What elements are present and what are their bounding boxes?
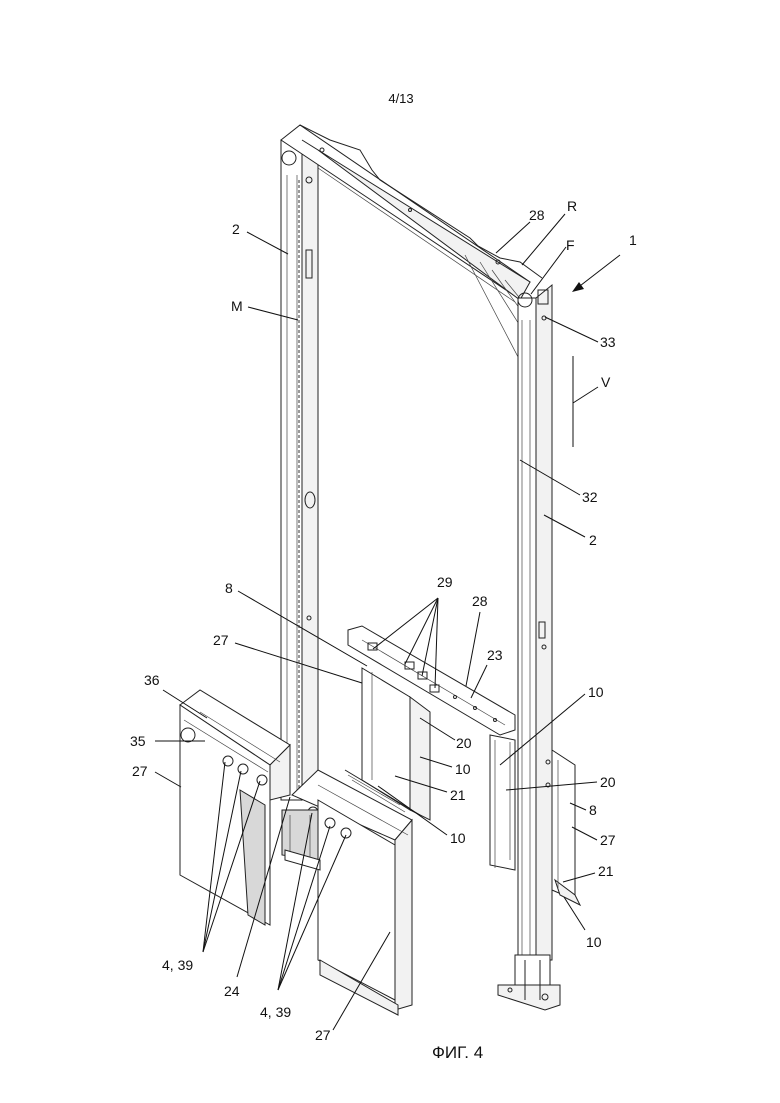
top-cross-beam: [281, 125, 542, 380]
label-36: 36: [144, 672, 160, 688]
label-m: M: [231, 298, 243, 314]
label-10-bottom-right: 10: [586, 934, 602, 950]
label-27-right: 27: [600, 832, 616, 848]
label-2-left: 2: [232, 221, 240, 237]
label-23: 23: [487, 647, 503, 663]
figure-caption: ФИГ. 4: [432, 1043, 483, 1062]
label-21-right: 21: [598, 863, 614, 879]
label-10-lower-center: 10: [450, 830, 466, 846]
label-35: 35: [130, 733, 146, 749]
label-27-center: 27: [213, 632, 229, 648]
label-10-upper-right: 10: [588, 684, 604, 700]
label-20-center: 20: [456, 735, 472, 751]
label-33: 33: [600, 334, 616, 350]
label-20-right: 20: [600, 774, 616, 790]
label-29: 29: [437, 574, 453, 590]
label-1: 1: [629, 232, 637, 248]
label-4-39-right: 4, 39: [260, 1004, 291, 1020]
left-front-cover: [180, 690, 290, 925]
label-24: 24: [224, 983, 240, 999]
label-27-left: 27: [132, 763, 148, 779]
label-2-right: 2: [589, 532, 597, 548]
label-f: F: [566, 237, 575, 253]
label-8-right: 8: [589, 802, 597, 818]
label-10-center: 10: [455, 761, 471, 777]
right-front-cover: [282, 770, 412, 1015]
label-21-center: 21: [450, 787, 466, 803]
label-32: 32: [582, 489, 598, 505]
label-28-top: 28: [529, 207, 545, 223]
label-8-center: 8: [225, 580, 233, 596]
arrow-head-icon: [572, 282, 584, 292]
label-r: R: [567, 198, 577, 214]
page-number: 4/13: [388, 91, 413, 106]
label-v: V: [601, 374, 611, 390]
label-27-bottom: 27: [315, 1027, 331, 1043]
right-upright-post: [498, 285, 560, 1010]
label-4-39-left: 4, 39: [162, 957, 193, 973]
left-upright-post: [281, 140, 318, 800]
frame-drawing: [180, 125, 580, 1015]
label-28-lower: 28: [472, 593, 488, 609]
